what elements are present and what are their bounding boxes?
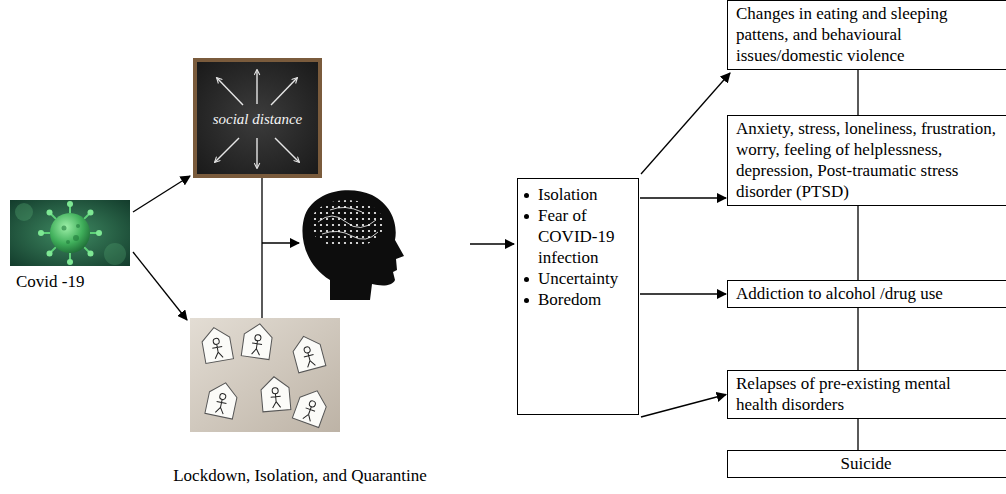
connector-arrow: [133, 252, 187, 320]
head-silhouette: [302, 190, 404, 300]
illustration-detail: [62, 226, 67, 231]
chalkboard-node: social distance: [193, 58, 322, 178]
connector-line: [857, 70, 858, 115]
connector-line: [857, 419, 858, 450]
bullet-dot: [524, 214, 529, 219]
illustration-detail: [38, 230, 44, 236]
illustration-detail: [88, 251, 94, 257]
illustration-detail: [66, 240, 70, 244]
box-text: Relapses of pre-existing mental health d…: [736, 373, 996, 415]
bullet-item: Boredom: [524, 289, 630, 310]
brain-pattern: [310, 200, 384, 248]
illustration-detail: [42, 205, 98, 261]
illustration-detail: [271, 78, 297, 105]
illustration-detail: [88, 210, 94, 216]
image-caption: Lockdown, Isolation, and Quarantine: [150, 465, 450, 486]
bullet-list-box: IsolationFear of COVID-19 infectionUncer…: [517, 178, 639, 415]
connector-line: [857, 206, 858, 280]
illustration-detail: [62, 224, 81, 244]
illustration-detail: [10, 200, 130, 266]
illustration-detail: [104, 243, 126, 265]
illustration-detail: [15, 203, 33, 221]
bullet-text: Uncertainty: [538, 268, 618, 289]
process-box: Changes in eating and sleeping pattens, …: [727, 0, 1006, 70]
illustration-detail: [275, 138, 299, 162]
process-box: Addiction to alcohol /drug use: [727, 280, 1006, 308]
process-box: Relapses of pre-existing mental health d…: [727, 370, 1006, 419]
illustration-detail: [290, 333, 326, 373]
connector-arrow: [640, 197, 726, 198]
bullet-text: Boredom: [538, 289, 601, 310]
illustration-detail: [76, 224, 80, 228]
illustration-detail: [260, 376, 291, 412]
illustration-detail: [50, 213, 90, 253]
illustration-detail: [38, 201, 102, 265]
box-text: Suicide: [736, 453, 996, 474]
brain-lines: [318, 207, 378, 239]
illustration-detail: [215, 138, 239, 162]
process-box: Suicide: [727, 450, 1006, 478]
illustration-detail: [205, 380, 239, 419]
illustration-detail: [241, 322, 273, 360]
connector-arrow: [641, 73, 730, 174]
merge-line: [261, 178, 262, 318]
illustration-detail: [200, 325, 233, 363]
bullet-text: Isolation: [538, 184, 598, 205]
illustration-detail: [292, 386, 330, 428]
image-label: Covid -19: [10, 271, 130, 292]
illustration-detail: [73, 235, 79, 241]
connector-arrow: [640, 293, 726, 294]
chalk-writing: social distance: [193, 109, 322, 130]
bullet-item: Fear of COVID-19 infection: [524, 205, 630, 268]
virus-image: [10, 200, 130, 266]
bullet-item: Uncertainty: [524, 268, 630, 289]
illustration-detail: [190, 318, 340, 432]
photo-node: Lockdown, Isolation, and Quarantine: [150, 318, 450, 490]
illustration-detail: [47, 251, 53, 257]
connector-arrow: [133, 176, 190, 212]
illustration-detail: [67, 201, 73, 207]
illustration-detail: [67, 259, 73, 265]
virus-image-node: Covid -19: [10, 200, 130, 292]
connector-line: [857, 308, 858, 370]
connector-arrow: [641, 395, 726, 418]
illustration-detail: [217, 78, 243, 105]
box-text: Anxiety, stress, loneliness, frustration…: [736, 118, 996, 202]
bullet-item: Isolation: [524, 184, 630, 205]
box-text: Changes in eating and sleeping pattens, …: [736, 3, 996, 66]
box-text: Addiction to alcohol /drug use: [736, 283, 996, 304]
bullet-dot: [524, 277, 529, 282]
head-arrow: [470, 243, 514, 244]
bullet-dot: [524, 193, 529, 198]
paper-houses-photo: [190, 318, 340, 432]
illustration-detail: [256, 138, 257, 168]
illustration-detail: [47, 210, 53, 216]
illustration-detail: [193, 58, 322, 178]
illustration-detail: [96, 230, 102, 236]
bullet-text: Fear of COVID-19 infection: [538, 205, 630, 268]
illustration-detail: [256, 70, 257, 104]
process-box: Anxiety, stress, loneliness, frustration…: [727, 115, 1006, 206]
merge-arrow: [262, 242, 299, 243]
illustration-detail: [42, 205, 98, 261]
bullet-dot: [524, 298, 529, 303]
